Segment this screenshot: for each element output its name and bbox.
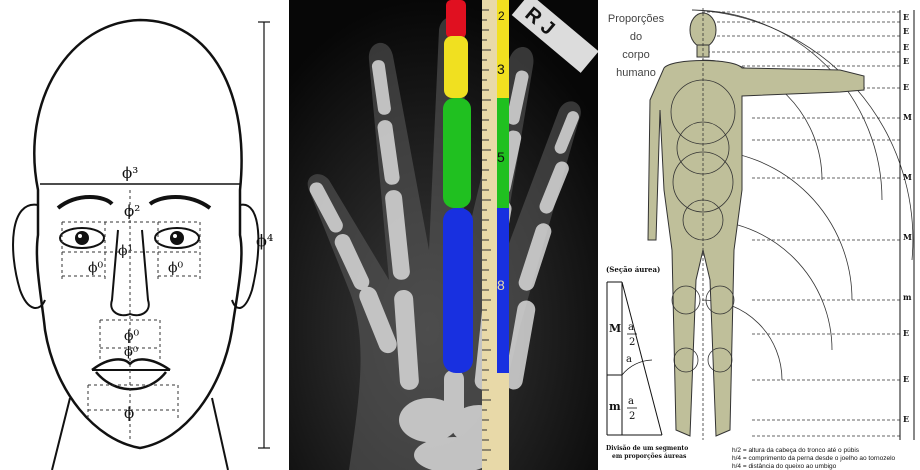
segment-distal	[444, 36, 468, 98]
ruler-label-5: 5	[497, 149, 505, 165]
face-proportion-diagram: ϕ³ ϕ² ϕ¹ ϕ⁰ ϕ⁰ ϕ⁰ ϕ⁰ ϕ ϕ⁴	[0, 0, 283, 470]
scale-letter-4: E	[903, 56, 909, 66]
scale-letter-3: E	[903, 42, 909, 52]
legend-line-2: h/4 = comprimento da perna desde o joelh…	[732, 455, 896, 462]
title-line-1: Proporções	[608, 13, 665, 25]
segment-distal-tip	[446, 0, 466, 38]
M-label: M	[609, 322, 621, 335]
phi4-label: ϕ⁴	[256, 231, 273, 250]
legend-line-1: h/2 = altura da cabeça do tronco até o p…	[732, 447, 860, 454]
scale-letter-5: E	[903, 82, 909, 92]
two-top-label: 2	[629, 337, 635, 348]
head-outline	[34, 20, 241, 448]
secao-label: (Seção áurea)	[606, 265, 660, 274]
phi1-label: ϕ¹	[118, 243, 133, 259]
scale-letter-2: E	[903, 26, 909, 36]
scale-letter-9: m	[903, 292, 912, 302]
right-ear	[232, 205, 258, 308]
phi3-label: ϕ³	[122, 164, 138, 182]
a-half-top-label: a	[628, 322, 634, 333]
legend-line-3: h/4 = distância do queixo ao umbigo	[732, 463, 837, 470]
ruler-label-2: 2	[498, 9, 505, 23]
title-line-3: corpo	[622, 49, 650, 61]
scale-letter-8: M	[903, 232, 912, 242]
phi2-label: ϕ²	[124, 202, 140, 220]
neck-right	[212, 398, 228, 470]
segment-proximal	[443, 208, 473, 373]
left-eyebrow	[58, 197, 112, 208]
phi0-right-label: ϕ⁰	[168, 260, 184, 276]
a-half-bottom-label: a	[628, 396, 634, 407]
phi0-nose-label: ϕ⁰	[124, 328, 140, 344]
ruler-label-3: 3	[497, 61, 505, 77]
scale-letter-6: M	[903, 112, 912, 122]
divisao-line-2: em proporções áureas	[612, 453, 687, 460]
ruler: 2 3 5 8	[482, 0, 509, 470]
hand-xray-image: R J	[289, 0, 598, 470]
phi0-left-label: ϕ⁰	[88, 260, 104, 276]
scale-letter-7: M	[903, 172, 912, 182]
m-label: m	[609, 400, 621, 413]
scale-letter-10: E	[903, 328, 909, 338]
scale-letter-1: E	[903, 12, 909, 22]
a-label: a	[626, 354, 632, 365]
upper-lip	[92, 359, 170, 370]
title-line-4: humano	[616, 67, 656, 79]
neck-left	[52, 398, 70, 470]
scale-letter-12: E	[903, 414, 909, 424]
right-eyebrow	[150, 197, 210, 208]
lower-lip	[96, 372, 166, 389]
two-bottom-label: 2	[629, 411, 635, 422]
scale-letter-11: E	[903, 374, 909, 384]
divisao-line-1: Divisão de um segmento	[606, 445, 688, 452]
segment-middle	[443, 98, 471, 208]
phi0-mouth-label: ϕ⁰	[124, 345, 138, 360]
body-proportion-diagram: Proporções do corpo humano	[602, 0, 920, 470]
ruler-label-8: 8	[497, 277, 505, 293]
title-line-2: do	[630, 31, 642, 43]
phi0-chin-label: ϕ	[124, 404, 134, 422]
